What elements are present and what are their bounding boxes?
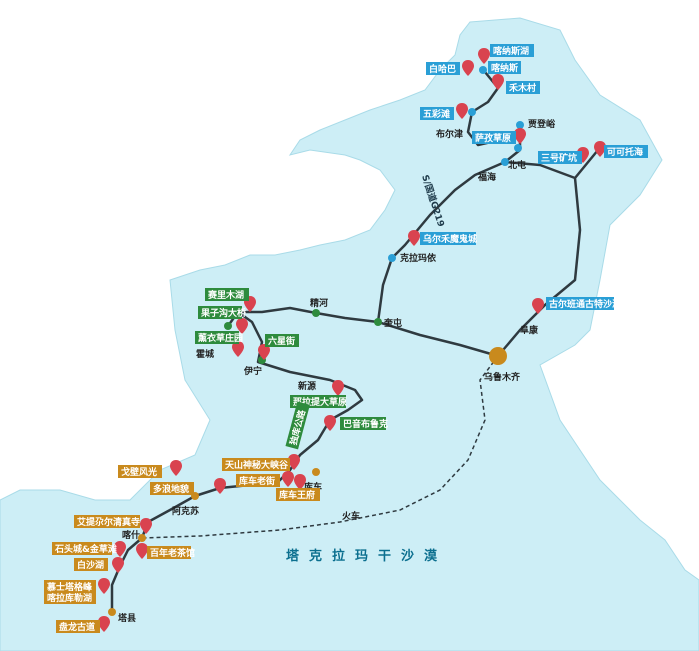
label-kanasi: 喀纳斯 (491, 62, 518, 74)
label-aitigar: 艾提尕尔清真寺 (77, 516, 140, 528)
label-gebi: 戈壁风光 (121, 466, 157, 478)
label-gurbantunggut: 古尔班通古特沙漠 (549, 298, 622, 310)
route-dot-icon (312, 309, 320, 317)
map-pin-icon (232, 341, 244, 357)
route-dot-icon (312, 468, 320, 476)
map-pin-icon (236, 318, 248, 334)
label-sailimuhu: 赛里木湖 (207, 289, 244, 301)
route-dot-icon (514, 144, 522, 152)
label-saiyi: 萨孜草原 (475, 132, 511, 144)
label-bainian: 百年老茶馆 (150, 547, 195, 559)
label-jiadengyu: 贾登峪 (528, 118, 556, 130)
label-fukang: 阜康 (520, 324, 539, 336)
map-pin-icon (462, 60, 474, 76)
map-pin-icon (112, 557, 124, 573)
label-liuxingjie: 六星街 (268, 335, 295, 347)
label-kashi: 喀什 (122, 529, 140, 541)
label-karakul: 喀拉库勒湖 (47, 592, 92, 604)
label-hemu: 禾木村 (509, 82, 536, 94)
map-pin-icon (408, 230, 420, 246)
map-pin-icon (332, 380, 344, 396)
urumqi-dot (489, 347, 507, 365)
map-pin-icon (294, 474, 306, 490)
south-labels: 天山神秘大峡谷 库车老街 库车 库车王府 戈壁风光 多浪地貌 阿克苏 艾提尕尔清… (44, 458, 322, 633)
west-labels: 赛里木湖 精河 果子沟大桥 奎屯 薰衣草庄园 六星街 霍城 伊宁 新源 那拉提大… (195, 288, 402, 450)
label-fuhai: 福海 (477, 171, 496, 183)
map-pin-icon (492, 74, 504, 90)
label-buerjin: 布尔津 (435, 128, 463, 140)
map-pin-icon (140, 518, 152, 534)
map-pin-icon (98, 616, 110, 632)
map-pin-icon (478, 48, 490, 64)
label-jinghe: 精河 (310, 297, 328, 309)
road-beitun-east (496, 148, 600, 358)
label-keketuohai: 可可托海 (607, 146, 643, 158)
label-kuchelaojie: 库车老街 (239, 475, 275, 487)
label-urumqi: 乌鲁木齐 (484, 371, 521, 383)
label-beitun: 北屯 (508, 159, 526, 171)
label-shitoucheng: 石头城&金草滩 (54, 543, 117, 555)
label-kanasi-lake: 喀纳斯湖 (493, 45, 529, 57)
label-bayinbuluke: 巴音布鲁克 (343, 418, 388, 430)
label-yining: 伊宁 (243, 365, 262, 377)
map-pin-icon (170, 460, 182, 476)
map-pin-icon (514, 128, 526, 144)
route-dot-icon (388, 254, 396, 262)
route-dots (108, 66, 524, 616)
route-dot-icon (224, 322, 232, 330)
route-dot-icon (138, 534, 146, 542)
label-xunyicao: 薰衣草庄园 (198, 332, 243, 344)
label-panlong: 盘龙古道 (59, 621, 95, 633)
map-pin-icon (532, 298, 544, 314)
route-dot-icon (374, 318, 382, 326)
route-dot-icon (468, 108, 476, 116)
map-pin-icon (114, 541, 126, 557)
north-labels: 喀纳斯湖 白哈巴 喀纳斯 禾木村 五彩滩 贾登峪 布尔津 萨孜草原 北屯 三号矿… (400, 44, 648, 383)
map-pin-icon (594, 141, 606, 157)
map-pin-icon (98, 578, 110, 594)
label-wuerhe: 乌尔禾魔鬼城 (423, 233, 477, 245)
map-pin-icon (324, 415, 336, 431)
label-kelamayi: 克拉玛依 (400, 252, 437, 264)
label-xinyuan: 新源 (298, 380, 316, 392)
label-taklamakan: 塔克拉玛干沙漠 (286, 548, 447, 564)
label-tianshan: 天山神秘大峡谷 (225, 459, 289, 471)
route-dot-icon (479, 66, 487, 74)
route-dot-icon (108, 608, 116, 616)
label-sanhao: 三号矿坑 (541, 152, 577, 164)
label-muztagh: 慕士塔格峰 (46, 581, 93, 593)
label-guozigou: 果子沟大桥 (200, 307, 247, 319)
label-kuitun: 奎屯 (383, 317, 402, 329)
map-pin-icon (214, 478, 226, 494)
map-pin-icon (258, 344, 270, 360)
label-duolang: 多浪地貌 (153, 483, 189, 495)
label-tashkurgan: 塔县 (118, 612, 136, 624)
route-dot-icon (501, 158, 509, 166)
map-pin-icon (456, 103, 468, 119)
route-dot-icon (516, 121, 524, 129)
label-akesu: 阿克苏 (172, 505, 199, 517)
map-pin-icon (136, 543, 148, 559)
label-baishahu: 白沙湖 (77, 559, 104, 571)
label-wucaitan: 五彩滩 (423, 108, 450, 120)
map-pin-icon (288, 454, 300, 470)
label-baihaba: 白哈巴 (429, 63, 456, 75)
label-train: 火车 (342, 510, 360, 522)
label-kuchewangfu: 库车王府 (279, 489, 315, 501)
map-pin-icon (282, 471, 294, 487)
train-line (141, 355, 499, 539)
label-huocheng: 霍城 (196, 348, 214, 360)
